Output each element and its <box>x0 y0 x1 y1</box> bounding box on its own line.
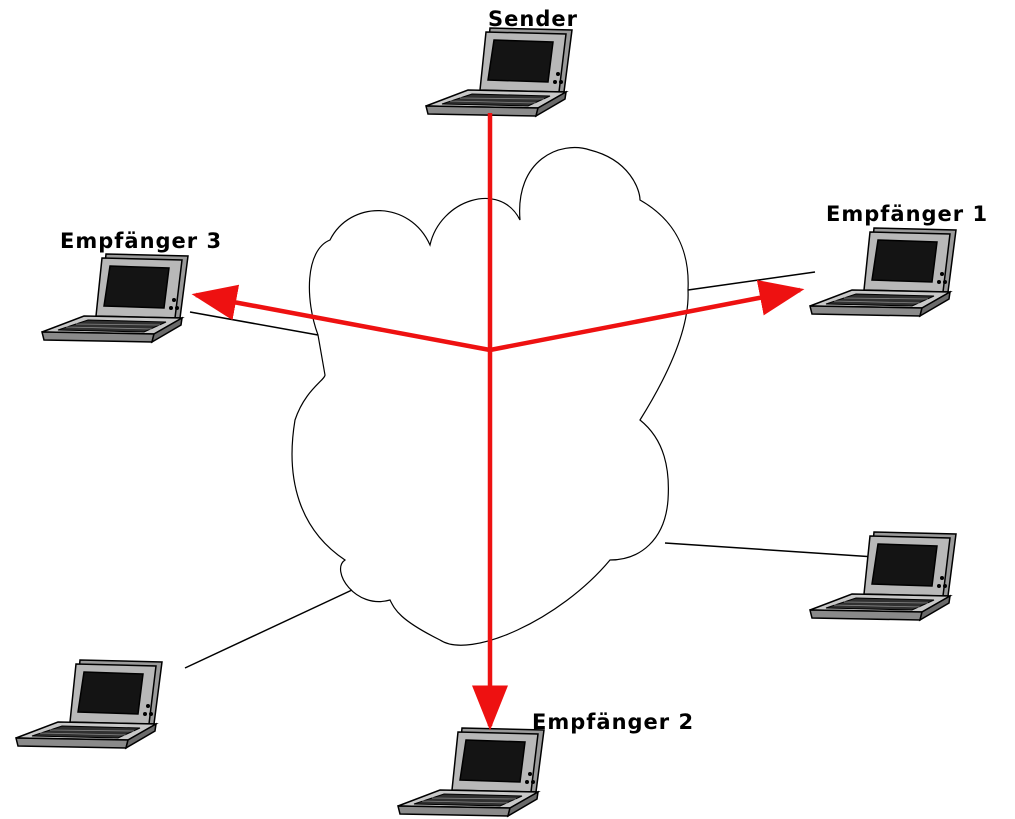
receiver-3-label: Empfänger 3 <box>60 229 222 253</box>
link-other-1 <box>664 542 876 558</box>
other-1-laptop-icon <box>809 531 957 621</box>
receiver-1-laptop-icon <box>809 227 957 317</box>
receiver-1-label: Empfänger 1 <box>826 202 988 226</box>
multicast-arrow-receiver-1 <box>489 280 805 353</box>
link-receiver-1 <box>687 271 816 291</box>
receiver-3-laptop-icon <box>41 253 189 343</box>
receiver-2-laptop-icon <box>397 727 545 817</box>
other-2-laptop-icon <box>15 659 163 749</box>
receiver-2-label: Empfänger 2 <box>532 710 694 734</box>
sender-laptop-icon <box>425 27 573 117</box>
multicast-arrow-receiver-3 <box>191 284 491 353</box>
link-other-2 <box>184 589 353 669</box>
sender-label: Sender <box>488 7 578 31</box>
